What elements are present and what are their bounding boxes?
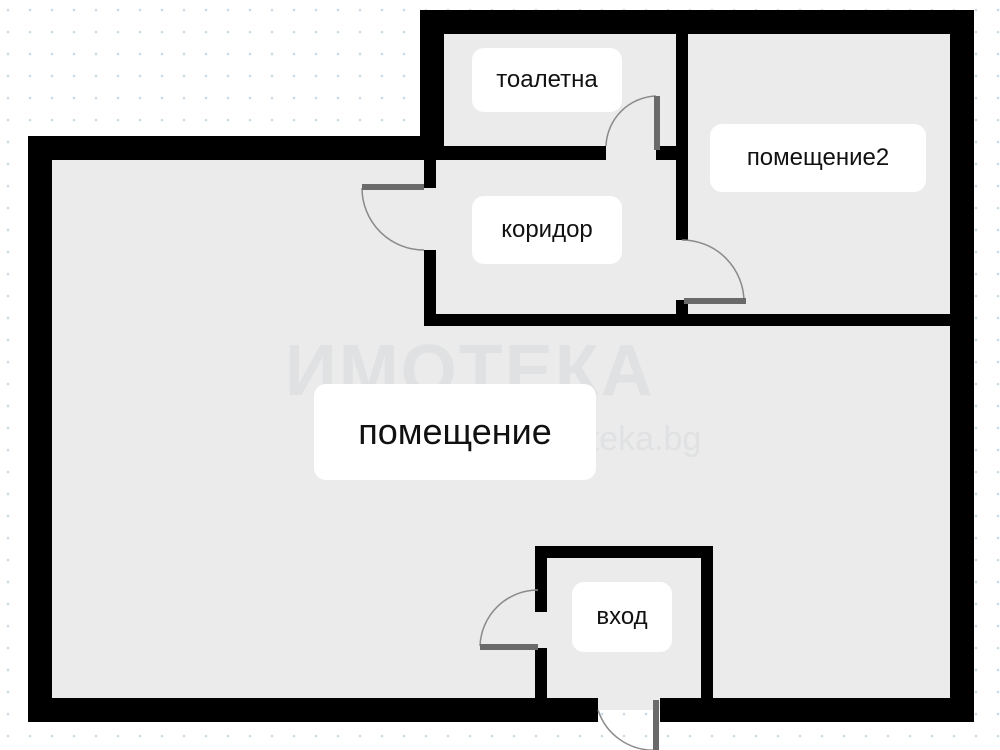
door-swing-toilet bbox=[605, 95, 657, 147]
wall-entrance-top bbox=[535, 546, 713, 558]
door-leaf-corridor bbox=[362, 184, 424, 190]
wall-entrance-left-top bbox=[535, 546, 547, 612]
doors bbox=[361, 95, 746, 750]
room-label-main-room: помещение bbox=[314, 384, 596, 480]
wall-outer-left bbox=[28, 136, 52, 722]
wall-outer-top-right bbox=[420, 10, 974, 34]
wall-upper-left bbox=[420, 10, 444, 160]
room-label-room2: помещение2 bbox=[710, 124, 926, 192]
door-swing-entrance-inner bbox=[479, 589, 539, 647]
room-label-toilet: тоалетна bbox=[472, 48, 622, 112]
wall-toilet-bottom-left bbox=[420, 146, 606, 160]
wall-entrance-left-bottom bbox=[535, 648, 547, 710]
wall-room2-left-bottom bbox=[676, 300, 688, 326]
door-swing-room2 bbox=[681, 239, 745, 303]
wall-entrance-right bbox=[701, 546, 713, 710]
door-swing-corridor bbox=[361, 187, 425, 251]
door-leaf-front bbox=[653, 700, 659, 750]
wall-corridor-left-top bbox=[424, 146, 436, 188]
room-label-corridor: коридор bbox=[472, 196, 622, 264]
wall-outer-top-left bbox=[28, 136, 442, 160]
room-label-entrance: вход bbox=[572, 582, 672, 652]
door-leaf-room2 bbox=[684, 298, 746, 304]
wall-room2-left-top bbox=[676, 22, 688, 240]
wall-outer-bottom-left bbox=[28, 698, 598, 722]
walls bbox=[28, 10, 974, 722]
door-leaf-toilet bbox=[654, 96, 660, 150]
wall-corridor-left-bottom bbox=[424, 250, 436, 326]
wall-outer-right bbox=[950, 10, 974, 722]
door-swing-front bbox=[597, 709, 656, 750]
wall-corridor-bottom bbox=[424, 314, 974, 326]
door-leaf-entrance-inner bbox=[480, 644, 538, 650]
